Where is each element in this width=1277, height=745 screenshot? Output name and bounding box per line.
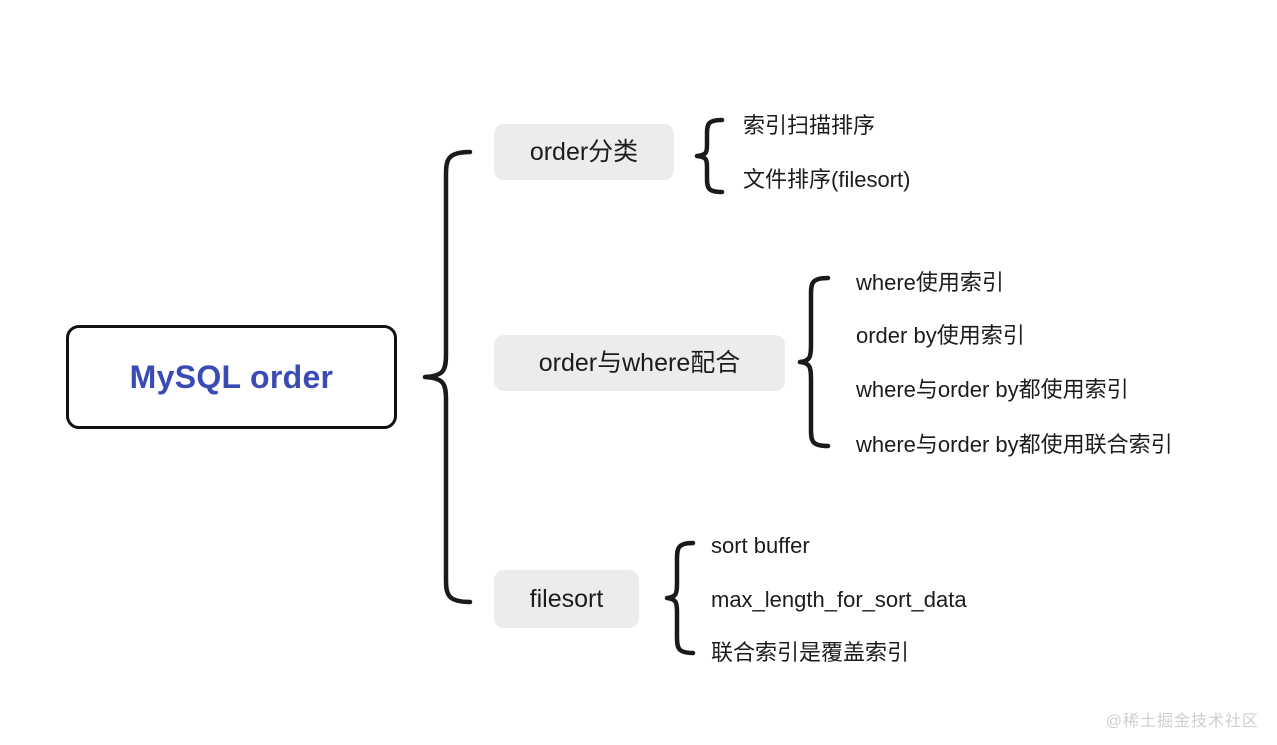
branch-node-filesort[interactable]: filesort	[494, 570, 639, 628]
leaf-item: 索引扫描排序	[743, 113, 876, 138]
branch-node-label: order分类	[529, 137, 639, 166]
leaf-item: 文件排序(filesort)	[743, 167, 911, 192]
brace-branch-2	[664, 540, 696, 656]
brace-branch-0	[694, 117, 725, 195]
root-node-label: MySQL order	[129, 358, 334, 395]
leaf-item: where与order by都使用联合索引	[856, 432, 1173, 457]
leaf-item: where使用索引	[856, 270, 1004, 295]
branch-node-order-fenlei[interactable]: order分类	[494, 124, 674, 180]
leaf-item: 联合索引是覆盖索引	[711, 640, 910, 665]
branch-node-order-where[interactable]: order与where配合	[494, 335, 785, 391]
watermark: @稀土掘金技术社区	[1105, 713, 1259, 730]
leaf-item: where与order by都使用索引	[856, 377, 1129, 402]
root-node[interactable]: MySQL order	[66, 325, 397, 429]
leaf-item: max_length_for_sort_data	[711, 587, 967, 612]
branch-node-label: filesort	[529, 584, 604, 613]
leaf-item: order by使用索引	[856, 323, 1025, 348]
brace-branch-1	[797, 275, 831, 449]
brace-root	[422, 149, 473, 605]
leaf-item: sort buffer	[711, 533, 810, 558]
branch-node-label: order与where配合	[538, 348, 741, 377]
